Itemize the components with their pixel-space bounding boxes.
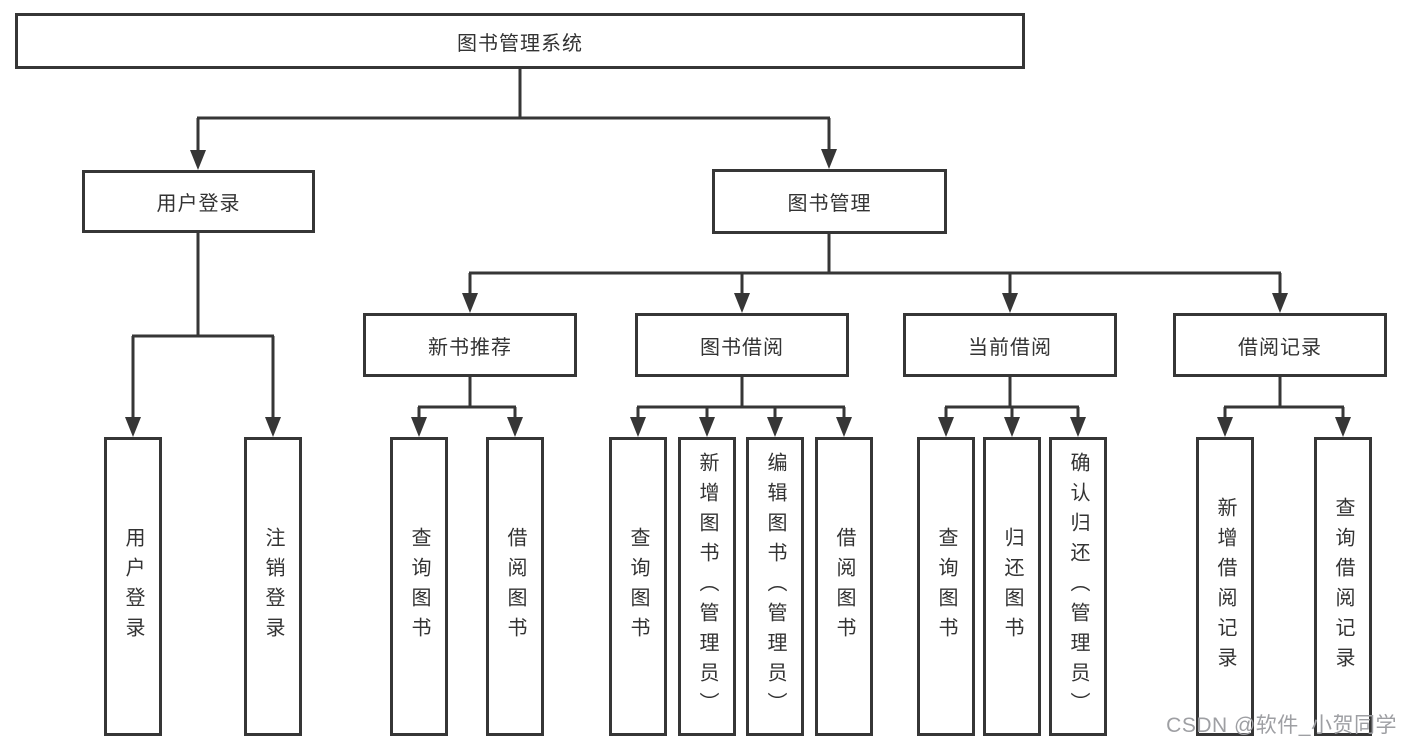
leaf-bb-add-book-admin: 新增图书（管理员） (678, 437, 736, 736)
node-current-borrowing: 当前借阅 (903, 313, 1117, 377)
node-root-library-system: 图书管理系统 (15, 13, 1025, 69)
node-user-login: 用户登录 (82, 170, 315, 233)
csdn-watermark: CSDN @软件_小贺同学 (1166, 714, 1397, 737)
leaf-cb-confirm-return-admin: 确认归还（管理员） (1049, 437, 1107, 736)
node-borrowing-records: 借阅记录 (1173, 313, 1387, 377)
leaf-br-add-record: 新增借阅记录 (1196, 437, 1254, 736)
node-book-management: 图书管理 (712, 169, 947, 234)
node-new-book-recommendation: 新书推荐 (363, 313, 577, 377)
leaf-cb-return-book: 归还图书 (983, 437, 1041, 736)
leaf-bb-query-book: 查询图书 (609, 437, 667, 736)
leaf-logout: 注销登录 (244, 437, 302, 736)
leaf-user-login: 用户登录 (104, 437, 162, 736)
leaf-rec-borrow-book: 借阅图书 (486, 437, 544, 736)
arrowhead-icons (125, 149, 1351, 437)
leaf-cb-query-book: 查询图书 (917, 437, 975, 736)
leaf-rec-query-book: 查询图书 (390, 437, 448, 736)
node-book-borrowing: 图书借阅 (635, 313, 849, 377)
leaf-bb-borrow-book: 借阅图书 (815, 437, 873, 736)
connector-lines (131, 69, 1345, 425)
leaf-br-query-record: 查询借阅记录 (1314, 437, 1372, 736)
leaf-bb-edit-book-admin: 编辑图书（管理员） (746, 437, 804, 736)
